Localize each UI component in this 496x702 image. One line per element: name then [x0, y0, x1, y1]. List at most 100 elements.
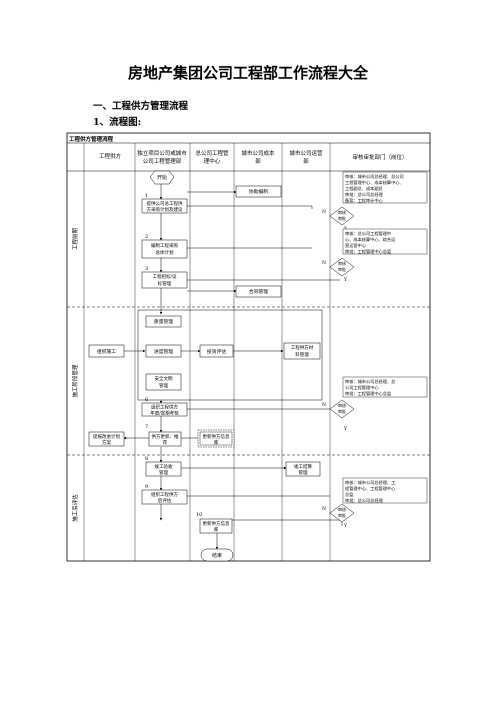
supplier-pool2-label: 更新供方信息 — [203, 520, 230, 527]
supplier-pool-label: 更新供方信息 — [203, 433, 230, 440]
supplier-pool2-box — [199, 518, 233, 534]
svg-text:程管理中心、工程管理中心: 程管理中心、工程管理中心 — [345, 485, 396, 492]
supplier-update-box — [148, 431, 182, 447]
svg-text:审批：总公司总经理: 审批：总公司总经理 — [345, 497, 384, 504]
decision-label: 审核 — [338, 506, 346, 512]
step-2-label: 编制工程采购 — [151, 242, 178, 249]
progress-mgmt-box — [145, 344, 182, 358]
step-number: 6 — [145, 397, 148, 403]
step-number: 1 — [145, 193, 148, 199]
svg-text:总监: 总监 — [345, 491, 353, 497]
col-header-project-a: 独立项目公司或城市 — [137, 149, 187, 157]
svg-text:工程副总、成本副总: 工程副总、成本副总 — [345, 185, 383, 192]
end-label: 结束 — [212, 552, 222, 559]
safety-mgmt-box — [145, 373, 182, 391]
col-header-project-b: 公司工程管理部 — [143, 157, 182, 165]
supplier-pool-label: 库 — [214, 439, 219, 446]
svg-text:N: N — [322, 506, 326, 512]
svg-text:心、成本核算中心、综合运: 心、成本核算中心、综合运 — [345, 236, 396, 243]
rectify-plan-label: 提报改进计划 — [93, 433, 120, 440]
material-mgmt-label: 料管理 — [295, 351, 309, 358]
decision-label: 审核 — [338, 402, 346, 408]
decision-label: 审核 — [338, 260, 346, 266]
step-2-box — [141, 239, 188, 259]
col-header-hq-a: 总公司工程管 — [195, 149, 229, 157]
svg-text:Y: Y — [343, 277, 348, 283]
settlement-box — [285, 461, 321, 477]
step-number: 2 — [145, 234, 148, 240]
safety-mgmt-label: 管理 — [159, 382, 168, 389]
step-1-box — [141, 198, 188, 214]
contract-mgmt-label: 合同管理 — [249, 288, 268, 295]
step-number: 9 — [145, 484, 148, 490]
step-number: 8 — [145, 456, 148, 462]
contract-mgmt-box — [235, 285, 282, 298]
svg-text:审核：城市公司总经理、总: 审核：城市公司总经理、总 — [345, 378, 395, 385]
acceptance-box — [145, 461, 182, 477]
end-node — [200, 548, 234, 562]
svg-text:工程管理中心、成本核算中心、: 工程管理中心、成本核算中心、 — [345, 179, 404, 186]
svg-text:营运营中心: 营运营中心 — [345, 242, 367, 249]
bid-compile-label: 协助编制 — [249, 188, 268, 195]
svg-text:审批：工程管理中心总监: 审批：工程管理中心总监 — [345, 248, 391, 255]
svg-text:审批：工程管理中心总监: 审批：工程管理中心总监 — [345, 390, 391, 397]
site-construction-box — [88, 344, 125, 358]
progress-mgmt-label: 进度管理 — [154, 348, 173, 355]
step-3-label: 工程招标/议 — [152, 273, 177, 280]
settlement-label: 管理 — [299, 469, 308, 476]
decision-label: 审批 — [338, 512, 346, 518]
approval-note-4 — [342, 477, 428, 504]
col-header-ops-b: 部 — [303, 157, 309, 165]
flowchart-frame — [66, 132, 431, 562]
step-number: 3 — [145, 266, 148, 272]
col-header-approval: 审核审批部门（岗位） — [352, 153, 407, 161]
supplier-pool2-label: 库 — [214, 526, 219, 533]
settlement-label: 竣工结算 — [294, 463, 312, 470]
col-header-ops-a: 城市公司运营 — [289, 149, 323, 157]
acceptance-label: 管理 — [159, 469, 168, 476]
svg-text:Y: Y — [343, 523, 348, 529]
approval-note-2 — [342, 228, 428, 255]
sub-heading: 1、流程图: — [93, 117, 142, 128]
start-label: 开始 — [157, 174, 167, 181]
phase-pre: 工程前期 — [71, 228, 79, 251]
step-number: 7 — [145, 424, 148, 430]
svg-text:公司工程管理中心: 公司工程管理中心 — [345, 384, 379, 391]
step-1-label: 提供公司总工程供 — [147, 200, 183, 207]
step-1-label: 方采购计划及建议 — [147, 206, 183, 213]
step-6-label: 组织工程供方 — [151, 404, 178, 411]
step-9-box — [141, 489, 188, 505]
cost-eval-box — [199, 344, 234, 358]
rectify-plan-box — [88, 431, 125, 447]
svg-text:备案：工程审计中心: 备案：工程审计中心 — [345, 197, 384, 204]
step-3-label: 标管理 — [158, 280, 172, 287]
bid-compile-box — [235, 185, 282, 198]
document-title: 房地产集团公司工程部工作流程大全 — [127, 64, 368, 82]
quality-mgmt-box — [145, 315, 182, 328]
phase-construction: 施工阶段管理 — [71, 364, 79, 398]
safety-mgmt-label: 安全文明 — [155, 375, 173, 382]
supplier-pool-box — [197, 429, 235, 448]
step-number: 10 — [196, 512, 202, 518]
svg-text:审核：城市公司总经理、工: 审核：城市公司总经理、工 — [345, 479, 395, 486]
decision-label: 审批 — [338, 266, 346, 272]
svg-text:N: N — [322, 402, 326, 408]
col-header-supplier: 工程供方 — [99, 152, 122, 160]
svg-text:N: N — [322, 209, 326, 215]
svg-text:审核：总公司工程管理中: 审核：总公司工程管理中 — [345, 230, 391, 237]
decision-label: 审核 — [338, 209, 346, 215]
acceptance-label: 竣工验收 — [155, 463, 173, 470]
step-9-label: 后评估 — [158, 497, 172, 504]
step-3-box — [141, 271, 188, 289]
svg-text:Y: Y — [343, 426, 348, 432]
col-header-cost-a: 城市公司成本 — [241, 149, 275, 157]
approval-note-4-text: 审核：城市公司总经理、工 程管理中心、工程管理中心 总监 审批：总公司总经理 — [345, 479, 396, 504]
svg-text:审批：总公司总经理: 审批：总公司总经理 — [345, 191, 384, 198]
decision-label: 审批 — [338, 408, 346, 414]
supplier-update-label: 供方更新、推 — [152, 433, 179, 440]
connectors — [123, 184, 343, 550]
svg-text:审核：城市公司总经理、总公司: 审核：城市公司总经理、总公司 — [345, 173, 404, 180]
start-node — [149, 170, 175, 185]
step-2-label: 总体计划 — [156, 249, 174, 256]
decision-label: 审批 — [338, 215, 346, 221]
